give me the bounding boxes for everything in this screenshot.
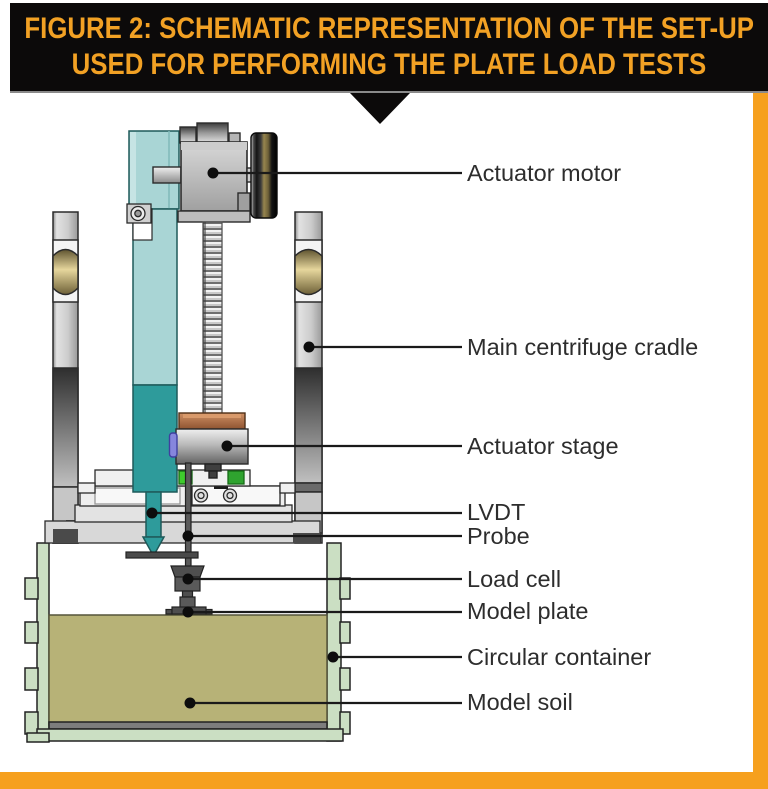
callout-label-model-soil: Model soil (467, 689, 573, 715)
lvdt-tip (141, 536, 166, 558)
callout-dots (146, 167, 339, 709)
lvdt-assembly (126, 130, 180, 558)
accent-strip-bottom (0, 772, 768, 789)
container-ribs-left (24, 577, 39, 735)
callout-label-load-cell: Load cell (467, 566, 562, 592)
callout-label-circular-container: Circular container (467, 644, 652, 670)
drive-pulley (250, 132, 278, 219)
leader-lines (152, 171, 462, 705)
accent-strip-right (753, 93, 768, 789)
cradle-right-column (294, 211, 323, 544)
model-soil (48, 614, 328, 726)
figure-title-line1: FIGURE 2: SCHEMATIC REPRESENTATION OF TH… (24, 12, 754, 45)
callout-label-actuator-stage: Actuator stage (467, 433, 619, 459)
container-ribs-right (339, 577, 351, 735)
lvdt-reference-bar (125, 551, 199, 559)
figure-title-line2: USED FOR PERFORMING THE PLATE LOAD TESTS (71, 48, 707, 81)
load-cell (170, 565, 205, 609)
callout-label-probe: Probe (467, 523, 530, 549)
mount-bracket (126, 203, 152, 224)
figure-banner: FIGURE 2: SCHEMATIC REPRESENTATION OF TH… (10, 3, 768, 93)
lead-screw (202, 221, 223, 416)
callout-label-actuator-motor: Actuator motor (467, 160, 622, 186)
green-block-right (227, 470, 245, 485)
cradle-platform (44, 469, 321, 544)
banner-notch (350, 93, 410, 124)
callout-label-model-plate: Model plate (467, 598, 589, 624)
callout-label-lvdt: LVDT (467, 499, 526, 525)
callout-label-main-centrifuge-cradle: Main centrifuge cradle (467, 334, 699, 360)
cradle-left-column (52, 211, 79, 544)
